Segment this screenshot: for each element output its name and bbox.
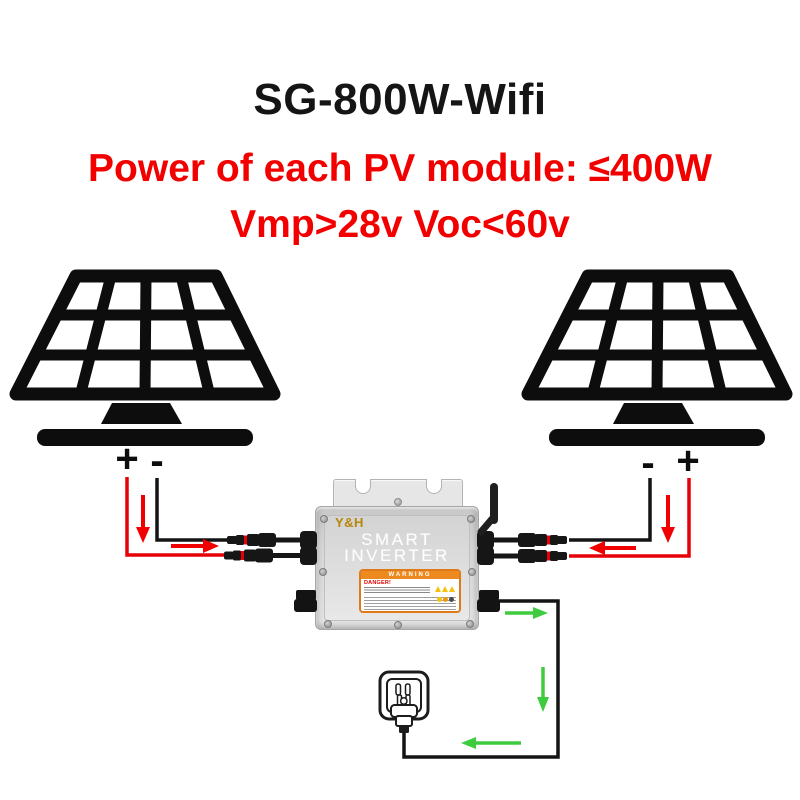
solar-panel-icon-right [521,269,793,446]
mc4-connector-right-negative [477,531,567,549]
warning-triangle-icon [435,586,441,592]
dc-flow-arrow-down-right [661,495,675,543]
danger-text: DANGER! [364,580,392,586]
left-negative-wire [155,478,231,542]
ac-port-right [477,590,500,612]
ac-outlet-icon [378,670,430,733]
panel-base [37,429,253,446]
left-panel-plus-label: + [115,437,139,481]
mc4-connector-left-positive [224,547,317,565]
warning-round-icon [436,597,442,602]
dc-flow-arrow-left [589,541,636,555]
spec-power-line: Power of each PV module: ≤400W [88,147,712,190]
wifi-antenna-icon [477,483,498,536]
right-panel-minus-label: - [641,441,655,485]
screw-icon [320,515,328,523]
warning-round-icon [442,597,448,602]
left-positive-wire [125,477,227,557]
dc-flow-arrow-right [171,539,219,553]
dc-flow-arrow-down-left [136,495,150,543]
warning-triangle-icon [449,586,455,592]
screw-icon [467,515,475,523]
spec-voltage-line: Vmp>28v Voc<60v [230,203,570,246]
ac-flow-arrow-left [461,737,521,749]
screw-icon [319,568,327,576]
warning-label: WARNING DANGER! [359,569,461,613]
panel-stand [613,403,694,424]
warning-triangle-icon [442,586,448,592]
mc4-connector-left-negative [227,531,317,549]
screw-icon [394,621,402,629]
plug-icon [390,694,418,733]
bracket-keyhole-left [355,479,371,494]
left-panel-minus-label: - [150,439,164,483]
ac-output-cable [402,599,560,759]
brand-logo: Y&H [335,515,364,530]
screw-icon [468,568,476,576]
product-name-line1: SMART [361,530,433,549]
warning-fineprint [364,587,430,595]
right-panel-plus-label: + [676,439,700,483]
warning-round-icon [448,597,454,602]
screw-icon [466,620,474,628]
right-positive-wire [569,478,691,558]
mc4-connector-right-positive [477,547,567,565]
warning-pictograms [432,579,458,611]
warning-fineprint [364,597,456,611]
solar-panel-icon-left [9,269,281,446]
ac-port-left [294,590,317,612]
screw-icon [324,620,332,628]
inverter-mounting-bracket [333,479,463,511]
warning-label-header: WARNING [361,571,459,579]
page-title: SG-800W-Wifi [253,75,547,124]
screw-icon [394,498,402,506]
panel-base [549,429,765,446]
panel-stand [101,403,182,424]
product-name-line2: INVERTER [344,546,450,565]
right-negative-wire [569,478,652,542]
product-name: SMART INVERTER [316,530,478,565]
bracket-keyhole-right [426,479,442,494]
ac-flow-arrow-down [537,667,549,712]
inverter-body: Y&H SMART INVERTER WARNING DANGER! [315,506,479,630]
ac-flow-arrow-right [505,607,548,619]
